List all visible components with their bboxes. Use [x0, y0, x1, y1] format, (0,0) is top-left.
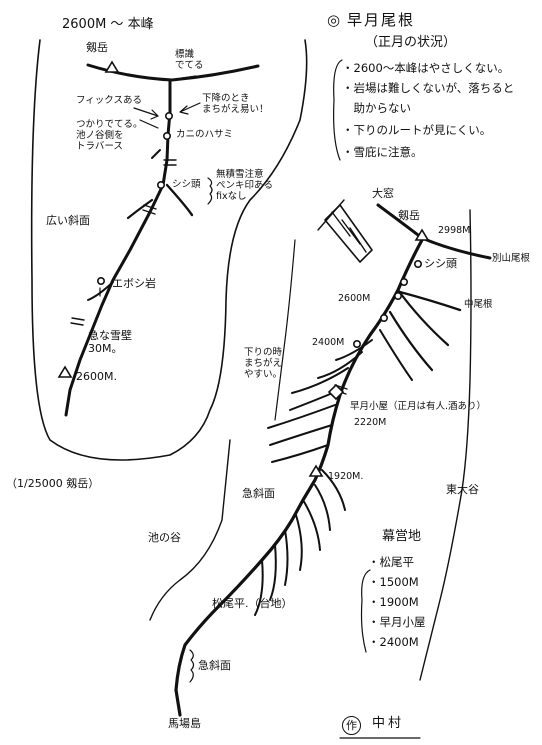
- label-hut: 早月小屋（正月は有人.酒あり）: [350, 401, 487, 412]
- inset-label-shishi: シシ頭: [172, 179, 201, 190]
- label-shishi: シシ頭: [424, 257, 457, 270]
- camp-item: ・1500M: [368, 575, 419, 589]
- inset-2600-marker: [57, 365, 73, 378]
- label-kudari: 下りの時 まちがえ やすい。: [244, 347, 283, 380]
- main-peak-marker: [414, 228, 430, 241]
- inset-heading: 2600M 〜 本峰: [62, 17, 154, 32]
- camp-item: ・早月小屋: [368, 615, 426, 629]
- camp-item: ・1900M: [368, 595, 419, 609]
- page-title: 早月尾根: [347, 11, 416, 29]
- inset-label-hiroi: 広い斜面: [46, 214, 90, 227]
- inset-label-cornice: 無積雪注意 ペンキ印ある fixなし: [216, 169, 274, 202]
- label-kyushamen-2: 急斜面: [198, 659, 231, 672]
- label-chuuone: 中尾根: [464, 299, 493, 310]
- ikenotani-valley: [149, 439, 231, 621]
- m1920-marker: [308, 464, 324, 477]
- camps-heading: 幕営地: [382, 529, 422, 544]
- label-tsurugi: 剱岳: [398, 209, 420, 222]
- label-banbajima: 馬場島: [168, 717, 201, 730]
- main-ridge-top: [376, 203, 492, 260]
- label-1920: 1920M.: [328, 471, 364, 482]
- note-3: ・下りのルートが見にくい。: [342, 123, 492, 137]
- camp-item: ・松尾平: [368, 555, 414, 569]
- label-2400: 2400M: [312, 337, 345, 348]
- note-2: 助からない: [342, 101, 411, 115]
- note-4: ・雪庇に注意。: [342, 145, 423, 159]
- title-marker: ◎: [327, 11, 341, 29]
- inset-label-tsurugi: 剱岳: [86, 41, 108, 54]
- camp-item: ・2400M: [368, 635, 419, 649]
- inset-frame: [30, 39, 308, 461]
- label-2600: 2600M: [338, 293, 371, 304]
- inset-point-b: [163, 132, 172, 141]
- note-0: ・2600〜本峰はやさしくない。: [342, 61, 510, 75]
- inset-eboshi-point: [97, 276, 106, 285]
- inset-label-kyu: 急な雪壁 30M。: [88, 329, 132, 355]
- label-oomado: 大窓: [372, 187, 394, 200]
- inset-label-kaniwalk: 下降のとき まちがえ易い！: [202, 93, 269, 115]
- author-name: 中村: [372, 716, 405, 731]
- inset-label-fixbar: フィックスある: [76, 95, 143, 106]
- inset-label-2600: 2600M.: [76, 370, 117, 383]
- inset-shishi-point: [157, 181, 166, 190]
- label-kyushamen-1: 急斜面: [242, 487, 275, 500]
- label-2220: 2220M: [354, 417, 387, 428]
- inset-peak-marker: [104, 60, 120, 73]
- label-higashi: 東大谷: [446, 483, 479, 496]
- higashi-valley: [419, 209, 472, 681]
- page-subtitle: （正月の状況）: [365, 35, 457, 50]
- inset-label-hyoshiki: 標識 でてる: [175, 49, 204, 71]
- author-marker: 作: [342, 716, 361, 735]
- note-1: ・岩場は難しくないが、落ちると: [342, 81, 515, 95]
- label-peak-elev: 2998M: [438, 225, 471, 236]
- inset-point-a: [165, 112, 174, 121]
- label-ikenotani: 池の谷: [148, 531, 181, 544]
- inset-label-crack: つかりでてる。 池ノ谷側を トラバース: [76, 119, 143, 152]
- label-bessan: 別山尾根: [492, 253, 531, 264]
- inset-label-eboshi: エボシ岩: [112, 277, 156, 290]
- inset-label-kani: カニのハサミ: [176, 129, 234, 140]
- scale-note: （1/25000 剱岳）: [6, 477, 100, 490]
- label-matsuodaira: 松尾平.（台地）: [212, 597, 293, 610]
- hut-marker: [327, 383, 345, 401]
